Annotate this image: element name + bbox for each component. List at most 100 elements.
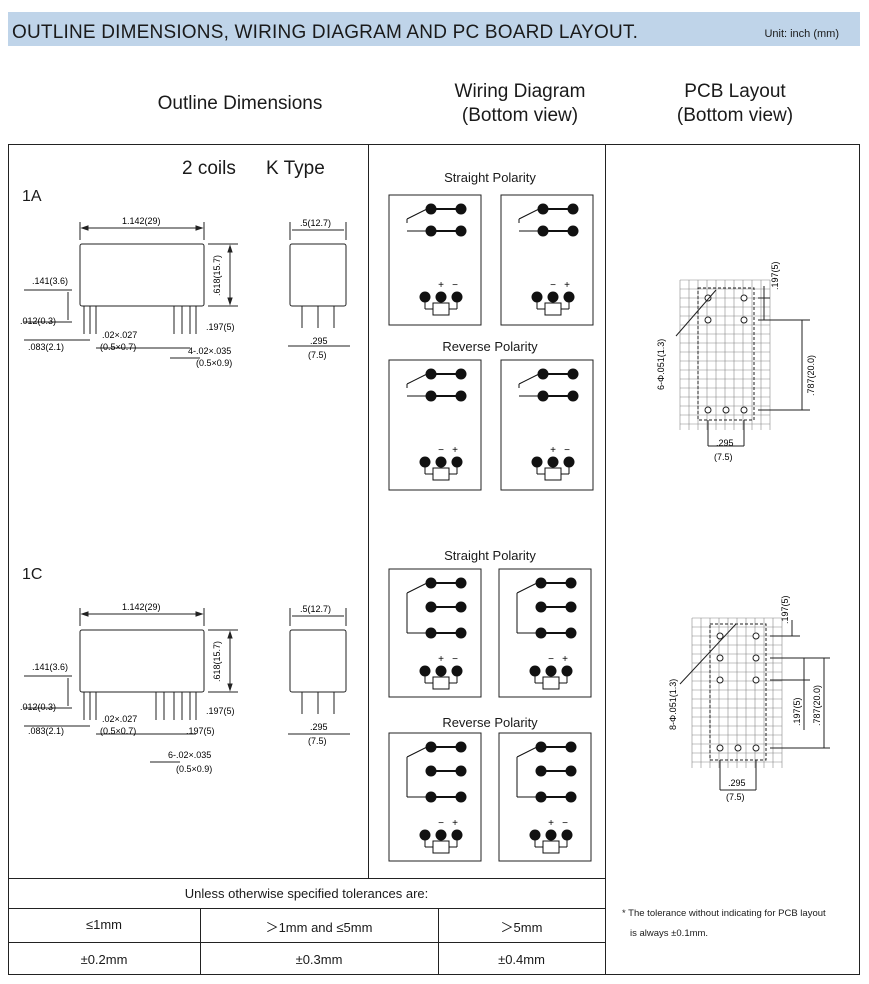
wiring-box-1a-reverse-right — [500, 359, 594, 491]
polarity-sign-left: + — [548, 818, 554, 829]
coil-pin — [435, 291, 447, 303]
dim-1a-pincount-b: (0.5×0.9) — [196, 358, 232, 368]
main-frame — [8, 144, 860, 975]
coil-pin — [435, 829, 447, 841]
wiring-1c-glyphs: +−−+−++− — [406, 577, 577, 854]
dim-1c-pinsize-b: (0.5×0.7) — [100, 726, 136, 736]
dim-1a-standoff: .012(0.3) — [20, 316, 56, 326]
coil-pin — [435, 665, 447, 677]
dim-1c-pinlen: .141(3.6) — [32, 662, 68, 672]
polarity-sign-left: + — [438, 654, 444, 665]
label-1c: 1C — [22, 566, 43, 583]
pcb-tolerance-note: * The tolerance without indicating for P… — [622, 904, 854, 944]
polarity-sign-left: − — [438, 445, 444, 456]
coil-pin — [545, 829, 557, 841]
outline-drawing-1c: 1.142(29) .618(15.7) .141(3.6) .012(0.3)… — [20, 602, 350, 774]
divider-wiring-pcb — [605, 144, 606, 975]
dim-1c-pitch: .197(5) — [206, 706, 235, 716]
dim-1c-pincount-a: 6-.02×.035 — [168, 750, 211, 760]
pcb-1a-pitch-b: (7.5) — [714, 452, 733, 462]
dim-1a-pinsize-a: .02×.027 — [102, 330, 137, 340]
polarity-sign-right: + — [452, 818, 458, 829]
pcb-1c-pitch-b: (7.5) — [726, 792, 745, 802]
outline-drawing-1a: 1.142(29) .618(15.7) .141(3.6) .012(0.3)… — [20, 216, 350, 368]
tolerance-header-2: ＞1mm and ≤5mm — [265, 920, 373, 935]
dim-1c-pincount-b: (0.5×0.9) — [176, 764, 212, 774]
wiring-box-1c-reverse-right — [498, 732, 592, 862]
header-bar — [8, 12, 860, 46]
pcb-layout-1a: 6-Φ.051(1.3) .197(5) .787(20.0) .295 (7.… — [656, 261, 816, 462]
pcb-heading-line1: PCB Layout — [684, 81, 786, 102]
wiring-box-1a-straight-left — [388, 194, 482, 326]
relay-side-1a — [289, 243, 347, 307]
unit-label: Unit: inch (mm) — [764, 28, 839, 40]
divider-outline-wiring — [368, 144, 369, 879]
tolerance-header-3: ＞5mm — [500, 920, 543, 935]
label-1a: 1A — [22, 188, 42, 205]
polarity-sign-right: − — [564, 445, 570, 456]
pcb-1a-length: .787(20.0) — [806, 355, 816, 396]
relay-side-1c — [289, 629, 347, 693]
pcb-1a-pitch-a: .295 — [716, 438, 734, 448]
coil-pin — [547, 291, 559, 303]
wiring-straight-1a-title: Straight Polarity — [444, 170, 536, 185]
dim-1a-length: 1.142(29) — [122, 216, 161, 226]
coil-pin — [547, 456, 559, 468]
dim-1c-pinpitch-b: (7.5) — [308, 736, 327, 746]
pcb-1c-holes: 8-Φ.051(1.3) — [668, 679, 678, 730]
dim-1c-width: .5(12.7) — [300, 604, 331, 614]
divider-tol-col2 — [438, 908, 439, 975]
pcb-1a-pitch: .197(5) — [770, 261, 780, 290]
dim-1a-pinsize-b: (0.5×0.7) — [100, 342, 136, 352]
tolerance-header-1: ≤1mm — [85, 917, 123, 932]
pcb-1c-length: .787(20.0) — [812, 685, 822, 726]
outline-heading: Outline Dimensions — [157, 93, 323, 114]
relay-body-1c — [79, 629, 205, 693]
pcb-1a-holes: 6-Φ.051(1.3) — [656, 339, 666, 390]
pcb-outline-1c — [709, 623, 767, 761]
note-line1: * The tolerance without indicating for P… — [622, 908, 826, 919]
wiring-heading-line1: Wiring Diagram — [454, 81, 586, 102]
dim-1c-pitch-lower: .197(5) — [186, 726, 215, 736]
divider-tolerance-mid — [8, 908, 605, 909]
relay-body-1a — [79, 243, 205, 307]
polarity-sign-right: + — [562, 654, 568, 665]
dim-1a-pinlen: .141(3.6) — [32, 276, 68, 286]
dim-1a-width: .5(12.7) — [300, 218, 331, 228]
page-title: OUTLINE DIMENSIONS, WIRING DIAGRAM AND P… — [12, 22, 639, 43]
dim-1a-pinpitch-b: (7.5) — [308, 350, 327, 360]
polarity-sign-left: − — [548, 654, 554, 665]
dim-1c-pinpitch-a: .295 — [310, 722, 328, 732]
wiring-box-1c-straight-right — [498, 568, 592, 698]
divider-tolerance-top — [8, 878, 605, 879]
polarity-sign-left: − — [438, 818, 444, 829]
dim-1a-edge: .083(2.1) — [28, 342, 64, 352]
divider-tolerance-row — [8, 942, 605, 943]
dim-1a-height: .618(15.7) — [212, 255, 222, 296]
wiring-reverse-1c-title: Reverse Polarity — [442, 715, 538, 730]
polarity-sign-right: + — [452, 445, 458, 456]
wiring-straight-1c-title: Straight Polarity — [444, 548, 536, 563]
wiring-diagrams-1c: +−−+−++− — [388, 568, 592, 862]
tolerance-title: Unless otherwise specified tolerances ar… — [184, 886, 429, 901]
wiring-1a-glyphs: +−−+−++− — [406, 203, 579, 481]
wiring-reverse-1a-title: Reverse Polarity — [442, 339, 538, 354]
polarity-sign-right: − — [452, 654, 458, 665]
pcb-1c-pitch2: .197(5) — [792, 697, 802, 726]
polarity-sign-left: + — [550, 445, 556, 456]
pcb-heading: PCB Layout (Bottom view) — [620, 80, 850, 128]
pcb-1c-pitch-a: .295 — [728, 778, 746, 788]
wiring-box-1a-reverse-left — [388, 359, 482, 491]
polarity-sign-right: − — [452, 280, 458, 291]
tolerance-value-3: ±0.4mm — [498, 952, 545, 967]
polarity-sign-left: + — [438, 280, 444, 291]
tolerance-value-1: ±0.2mm — [80, 952, 128, 967]
polarity-sign-right: − — [562, 818, 568, 829]
dim-1c-pinsize-a: .02×.027 — [102, 714, 137, 724]
wiring-diagrams-1a: +−−+−++− — [388, 194, 594, 491]
polarity-sign-left: − — [550, 280, 556, 291]
wiring-box-1c-straight-left — [388, 568, 482, 698]
dim-1a-pitch: .197(5) — [206, 322, 235, 332]
note-line2: is always ±0.1mm. — [630, 928, 709, 939]
pcb-layout-1c: 8-Φ.051(1.3) .197(5) .197(5) .787(20.0) … — [668, 595, 830, 802]
